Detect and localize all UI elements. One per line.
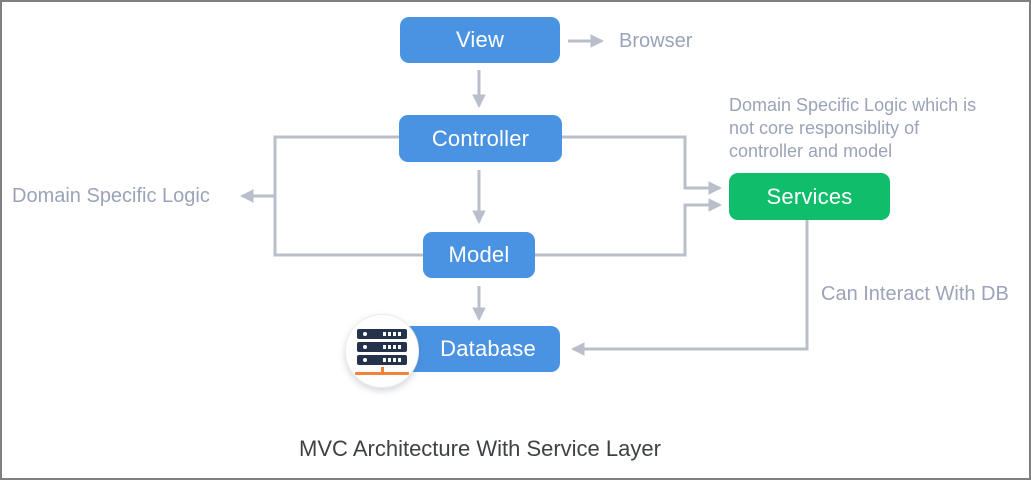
node-model-label: Model xyxy=(448,242,510,267)
node-controller-label: Controller xyxy=(431,125,530,151)
server-unit xyxy=(357,355,407,365)
server-unit xyxy=(357,329,407,339)
node-controller: Controller xyxy=(399,115,562,162)
server-network-line xyxy=(355,371,409,375)
server-vents xyxy=(383,358,401,362)
arrow-controller-to-services xyxy=(562,135,723,195)
arrow-model-to-services xyxy=(535,198,723,257)
database-icon-badge xyxy=(345,314,419,388)
node-services: Services xyxy=(729,173,890,220)
browser-annotation: Browser xyxy=(619,30,693,52)
services-note-annotation: Domain Specific Logic which is not core … xyxy=(729,95,977,161)
arrow-services-to-database xyxy=(570,220,809,356)
domain-specific-logic-annotation: Domain Specific Logic xyxy=(12,185,210,207)
diagram-title: MVC Architecture With Service Layer xyxy=(299,436,661,461)
server-led-dot xyxy=(363,332,367,336)
node-model: Model xyxy=(423,232,535,278)
node-database: Database xyxy=(402,326,560,372)
server-led-dot xyxy=(363,358,367,362)
server-vents xyxy=(383,345,401,349)
node-view: View xyxy=(400,17,560,63)
server-led-dot xyxy=(363,345,367,349)
server-rack-icon xyxy=(355,328,409,375)
server-network-stem xyxy=(380,366,384,372)
server-vents xyxy=(383,332,401,336)
node-services-label: Services xyxy=(766,183,853,209)
server-unit xyxy=(357,342,407,352)
node-database-label: Database xyxy=(440,336,536,361)
can-interact-with-db-annotation: Can Interact With DB xyxy=(821,283,1009,305)
node-view-label: View xyxy=(455,27,505,52)
